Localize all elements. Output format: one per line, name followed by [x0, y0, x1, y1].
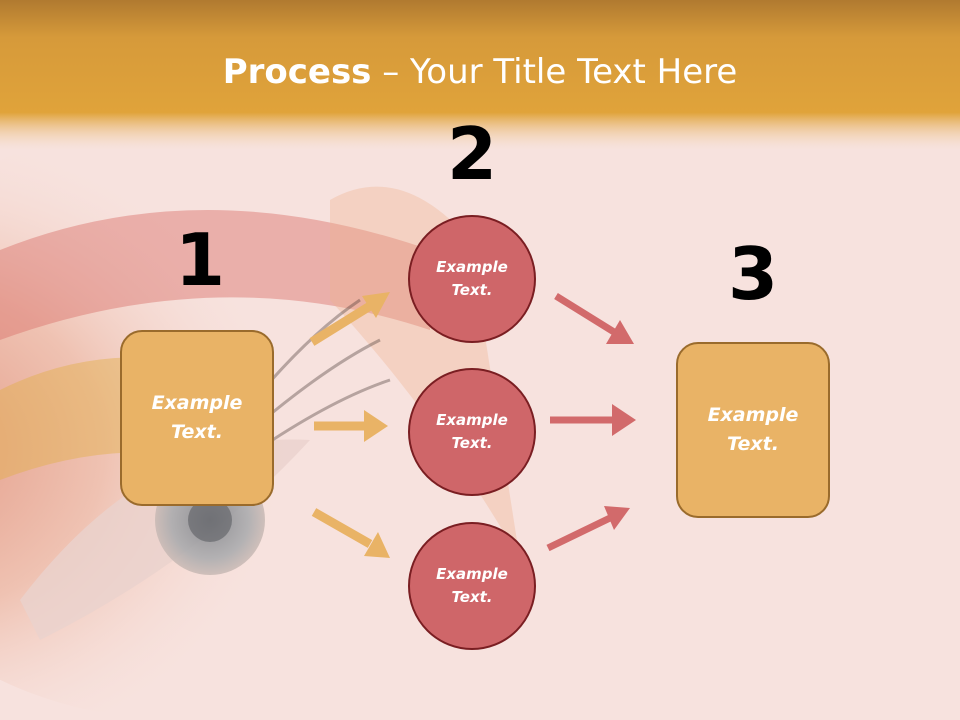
circle-middle: Example Text.: [408, 368, 536, 496]
arrow-right-bottom: [546, 506, 630, 552]
left-box: Example Text.: [120, 330, 274, 506]
circle-bottom-line1: Example: [436, 565, 508, 583]
step-number-2: 2: [446, 112, 498, 196]
right-box-line2: Text.: [727, 433, 779, 455]
circle-top-line1: Example: [436, 258, 508, 276]
arrow-right-top: [554, 293, 634, 344]
circle-bottom: Example Text.: [408, 522, 536, 650]
arrow-left-middle: [314, 410, 388, 442]
left-box-line2: Text.: [171, 421, 223, 443]
right-box-line1: Example: [707, 404, 799, 426]
step-number-1: 1: [174, 218, 226, 302]
arrow-left-top: [309, 292, 390, 346]
right-box: Example Text.: [676, 342, 830, 518]
slide-title: Process – Your Title Text Here: [0, 52, 960, 92]
arrow-right-middle: [550, 404, 636, 436]
circle-top-line2: Text.: [451, 281, 493, 299]
arrow-left-bottom: [311, 508, 390, 558]
title-bold: Process: [222, 52, 372, 92]
title-rest: – Your Title Text Here: [371, 52, 738, 92]
circle-bottom-line2: Text.: [451, 588, 493, 606]
circle-middle-line1: Example: [436, 411, 508, 429]
step-number-3: 3: [727, 232, 779, 316]
circle-top: Example Text.: [408, 215, 536, 343]
circle-middle-line2: Text.: [451, 434, 493, 452]
left-box-line1: Example: [151, 392, 243, 414]
